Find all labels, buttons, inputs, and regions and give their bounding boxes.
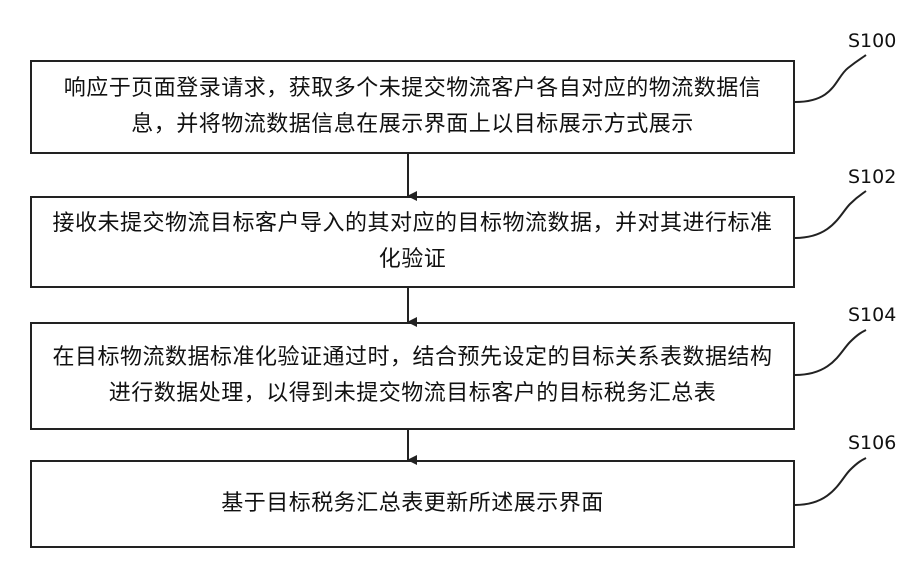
step-text-s102: 接收未提交物流目标客户导入的其对应的目标物流数据，并对其进行标准化验证: [32, 206, 793, 278]
step-box-s102: 接收未提交物流目标客户导入的其对应的目标物流数据，并对其进行标准化验证: [30, 196, 795, 288]
step-box-s100: 响应于页面登录请求，获取多个未提交物流客户各自对应的物流数据信息，并将物流数据信…: [30, 60, 795, 154]
leader-s100: [795, 55, 866, 102]
step-text-s104: 在目标物流数据标准化验证通过时，结合预先设定的目标关系表数据结构进行数据处理，以…: [32, 340, 793, 412]
step-box-s106: 基于目标税务汇总表更新所述展示界面: [30, 460, 795, 548]
leader-s102: [795, 191, 866, 238]
step-label-s106: S106: [848, 432, 896, 454]
step-label-s100: S100: [848, 30, 896, 52]
leader-s104: [795, 330, 866, 375]
step-text-s100: 响应于页面登录请求，获取多个未提交物流客户各自对应的物流数据信息，并将物流数据信…: [32, 71, 793, 143]
step-box-s104: 在目标物流数据标准化验证通过时，结合预先设定的目标关系表数据结构进行数据处理，以…: [30, 322, 795, 430]
step-label-s104: S104: [848, 304, 896, 326]
leader-s106: [795, 458, 866, 505]
step-label-s102: S102: [848, 166, 896, 188]
step-text-s106: 基于目标税务汇总表更新所述展示界面: [207, 486, 618, 522]
